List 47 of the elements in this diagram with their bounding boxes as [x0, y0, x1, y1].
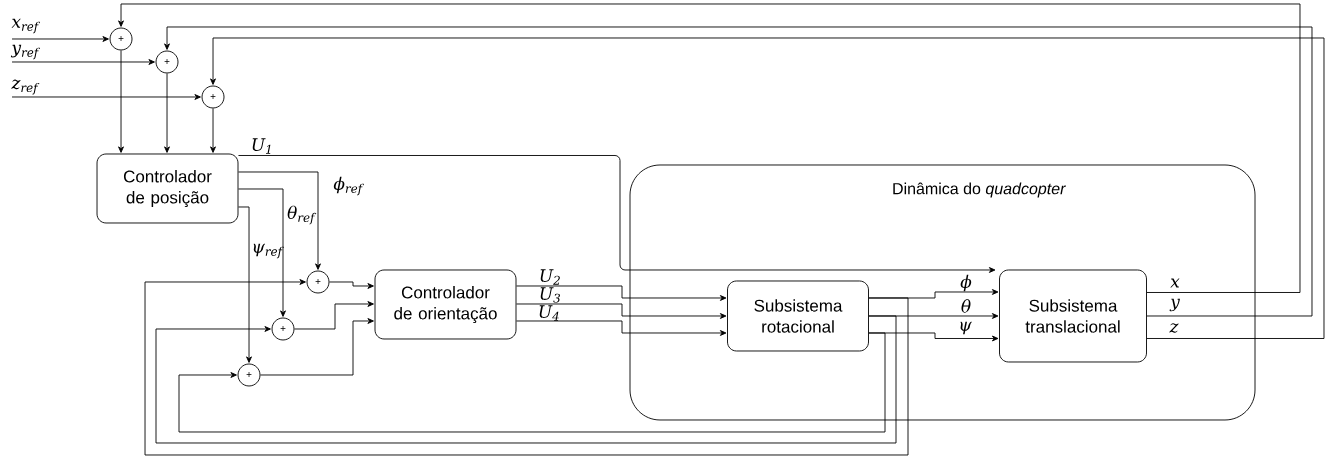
arrow	[210, 108, 216, 153]
signal-label: ψ$_{ref}$	[253, 243, 284, 259]
arrow	[516, 320, 727, 336]
arrow	[516, 285, 727, 301]
arrow	[238, 155, 996, 273]
sum-junction: +	[306, 270, 330, 294]
arrow	[144, 279, 909, 456]
sum-junction: +	[109, 27, 133, 51]
signal-label: U$_{3}$	[540, 287, 560, 303]
signal-label: ϕ	[960, 274, 972, 292]
signal-label: U$_{2}$	[540, 269, 560, 285]
signal-label: y$_{ref}$	[10, 44, 40, 60]
signal-label: θ$_{ref}$	[287, 205, 317, 225]
arrow	[118, 50, 124, 153]
signal-label: x$_{ref}$	[11, 18, 40, 34]
block-box: Controlador de posição	[96, 153, 239, 224]
arrow	[516, 303, 727, 319]
signal-label: θ	[961, 299, 971, 313]
block-box: Subsistema rotacional	[727, 280, 869, 352]
arrow	[238, 171, 321, 270]
block-box: Controlador de orientação	[374, 269, 517, 340]
block-box: Subsistema translacional	[999, 269, 1147, 363]
signal-label: y	[1169, 298, 1180, 312]
sum-junction: +	[237, 363, 261, 387]
signal-label: z$_{ref}$	[11, 79, 40, 95]
arrow	[260, 318, 374, 376]
arrow	[164, 73, 170, 153]
signal-label: x	[1170, 278, 1180, 288]
sum-junction: +	[155, 50, 179, 74]
arrow	[238, 188, 286, 317]
arrow	[329, 281, 374, 289]
arrow	[155, 315, 897, 444]
arrow	[11, 36, 109, 42]
signal-label: U$_{1}$	[252, 138, 271, 154]
arrow	[294, 301, 374, 330]
arrow	[118, 3, 1301, 293]
arrow	[11, 94, 201, 100]
arrow	[11, 59, 155, 65]
signal-label: z	[1169, 323, 1179, 333]
arrow	[178, 332, 886, 433]
signal-label: ϕ$_{ref}$	[333, 176, 364, 196]
sum-junction: +	[201, 85, 225, 109]
signal-label: ψ	[960, 321, 972, 335]
arrow	[238, 206, 252, 363]
signal-label: U$_{4}$	[539, 305, 559, 321]
group-title: Dinâmica do quadcopter	[893, 182, 1066, 198]
sum-junction: +	[271, 317, 295, 341]
